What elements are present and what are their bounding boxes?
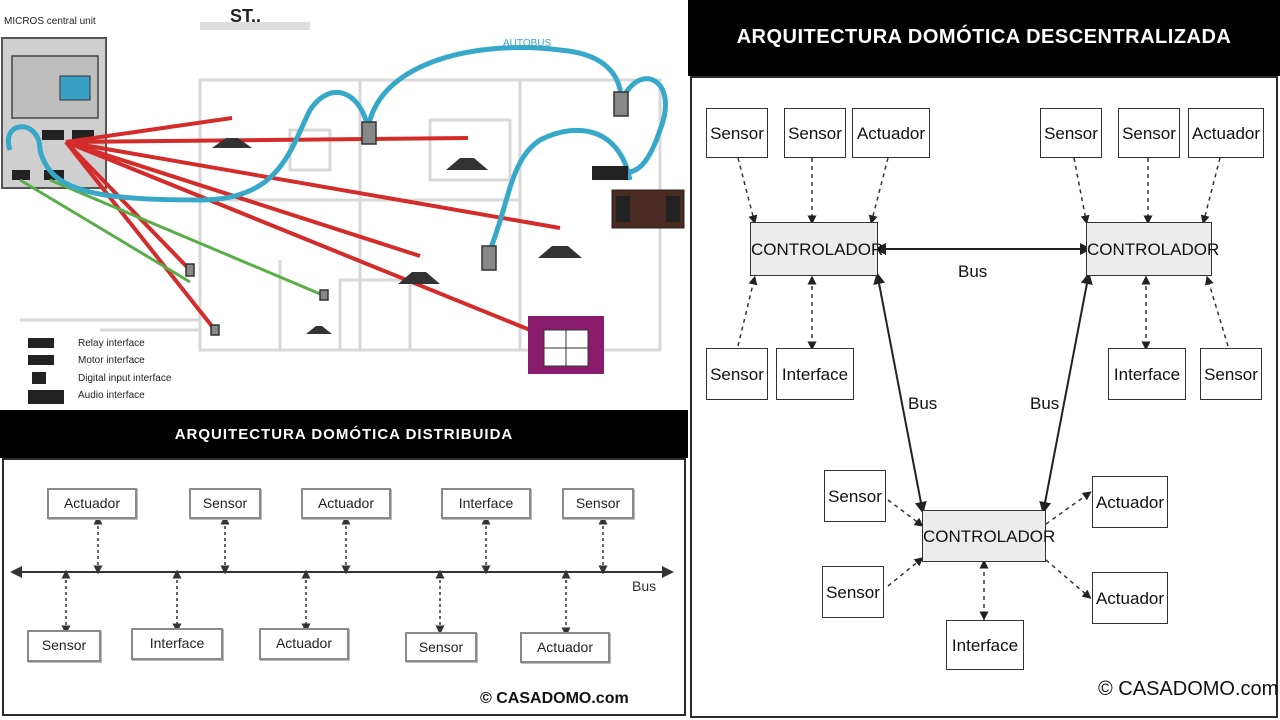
distributed-top-box-5: Sensor (562, 488, 634, 519)
distributed-architecture-panel: ARQUITECTURA DOMÓTICA DISTRIBUIDA Actuad… (0, 410, 688, 720)
decentralized-title: ARQUITECTURA DOMÓTICA DESCENTRALIZADA (736, 26, 1232, 48)
floorplan-drawing: ST.. (1, 6, 685, 374)
distributed-title: ARQUITECTURA DOMÓTICA DISTRIBUIDA (174, 426, 514, 443)
legend-relay: Relay interface (78, 338, 145, 349)
floorplan-panel: ST.. MICROS central unit AUTOBUS Relay i… (0, 0, 688, 410)
distributed-connectors (10, 515, 674, 637)
digital-legend-swatch (32, 372, 46, 384)
distributed-copyright: © CASADOMO.com (480, 690, 629, 707)
distributed-top-box-3: Actuador (301, 488, 391, 519)
legend-digital: Digital input interface (78, 373, 172, 384)
dec-controller-center: CONTROLADOR (922, 510, 1055, 562)
decentralized-architecture-panel: ARQUITECTURA DOMÓTICA DESCENTRALIZADA (688, 0, 1280, 720)
decentralized-connectors (737, 157, 1229, 621)
central-unit-label: MICROS central unit (4, 16, 96, 27)
dec-center-left-box-2: Sensor (822, 566, 884, 618)
dec-controller-left: CONTROLADOR (750, 222, 883, 276)
legend-motor: Motor interface (78, 355, 145, 366)
distributed-bottom-box-4: Sensor (405, 632, 477, 662)
dec-left-bottom-box-1: Sensor (706, 348, 768, 400)
audio-legend-swatch (28, 390, 64, 404)
dec-left-top-box-3: Actuador (852, 108, 930, 158)
dec-bus-label-top: Bus (958, 262, 988, 281)
legend-audio: Audio interface (78, 390, 145, 401)
dec-controller-right: CONTROLADOR (1086, 222, 1219, 276)
dec-center-right-box-2: Actuador (1092, 572, 1168, 624)
dec-right-top-box-2: Sensor (1118, 108, 1180, 158)
decentralized-copyright: © CASADOMO.com (1098, 678, 1279, 700)
dec-right-top-box-1: Sensor (1040, 108, 1102, 158)
dec-bus-label-left: Bus (908, 394, 938, 413)
dec-right-bottom-box-2: Sensor (1200, 348, 1262, 400)
dec-left-bottom-box-2: Interface (776, 348, 854, 400)
distributed-top-box-2: Sensor (189, 488, 261, 519)
distributed-bottom-box-5: Actuador (520, 632, 610, 663)
decentralized-header (688, 0, 1280, 76)
dec-center-bottom-box: Interface (946, 620, 1024, 670)
dec-right-top-box-3: Actuador (1188, 108, 1264, 158)
distributed-top-box-1: Actuador (47, 488, 137, 519)
svg-text:ST..: ST.. (230, 6, 261, 26)
distributed-bus-label: Bus (632, 578, 657, 594)
dec-bus-label-right: Bus (1030, 394, 1060, 413)
distributed-header (0, 410, 688, 458)
dec-right-bottom-box-1: Interface (1108, 348, 1186, 400)
dec-center-right-box-1: Actuador (1092, 476, 1168, 528)
distributed-bottom-box-3: Actuador (259, 628, 349, 660)
distributed-bottom-box-2: Interface (131, 628, 223, 660)
dec-left-top-box-1: Sensor (706, 108, 768, 158)
relay-legend-swatch (28, 338, 54, 348)
motor-legend-swatch (28, 355, 54, 365)
autobus-label: AUTOBUS (503, 38, 552, 49)
distributed-top-box-4: Interface (441, 488, 531, 519)
distributed-bottom-box-1: Sensor (27, 630, 101, 662)
dec-center-left-box-1: Sensor (824, 470, 886, 522)
dec-left-top-box-2: Sensor (784, 108, 846, 158)
